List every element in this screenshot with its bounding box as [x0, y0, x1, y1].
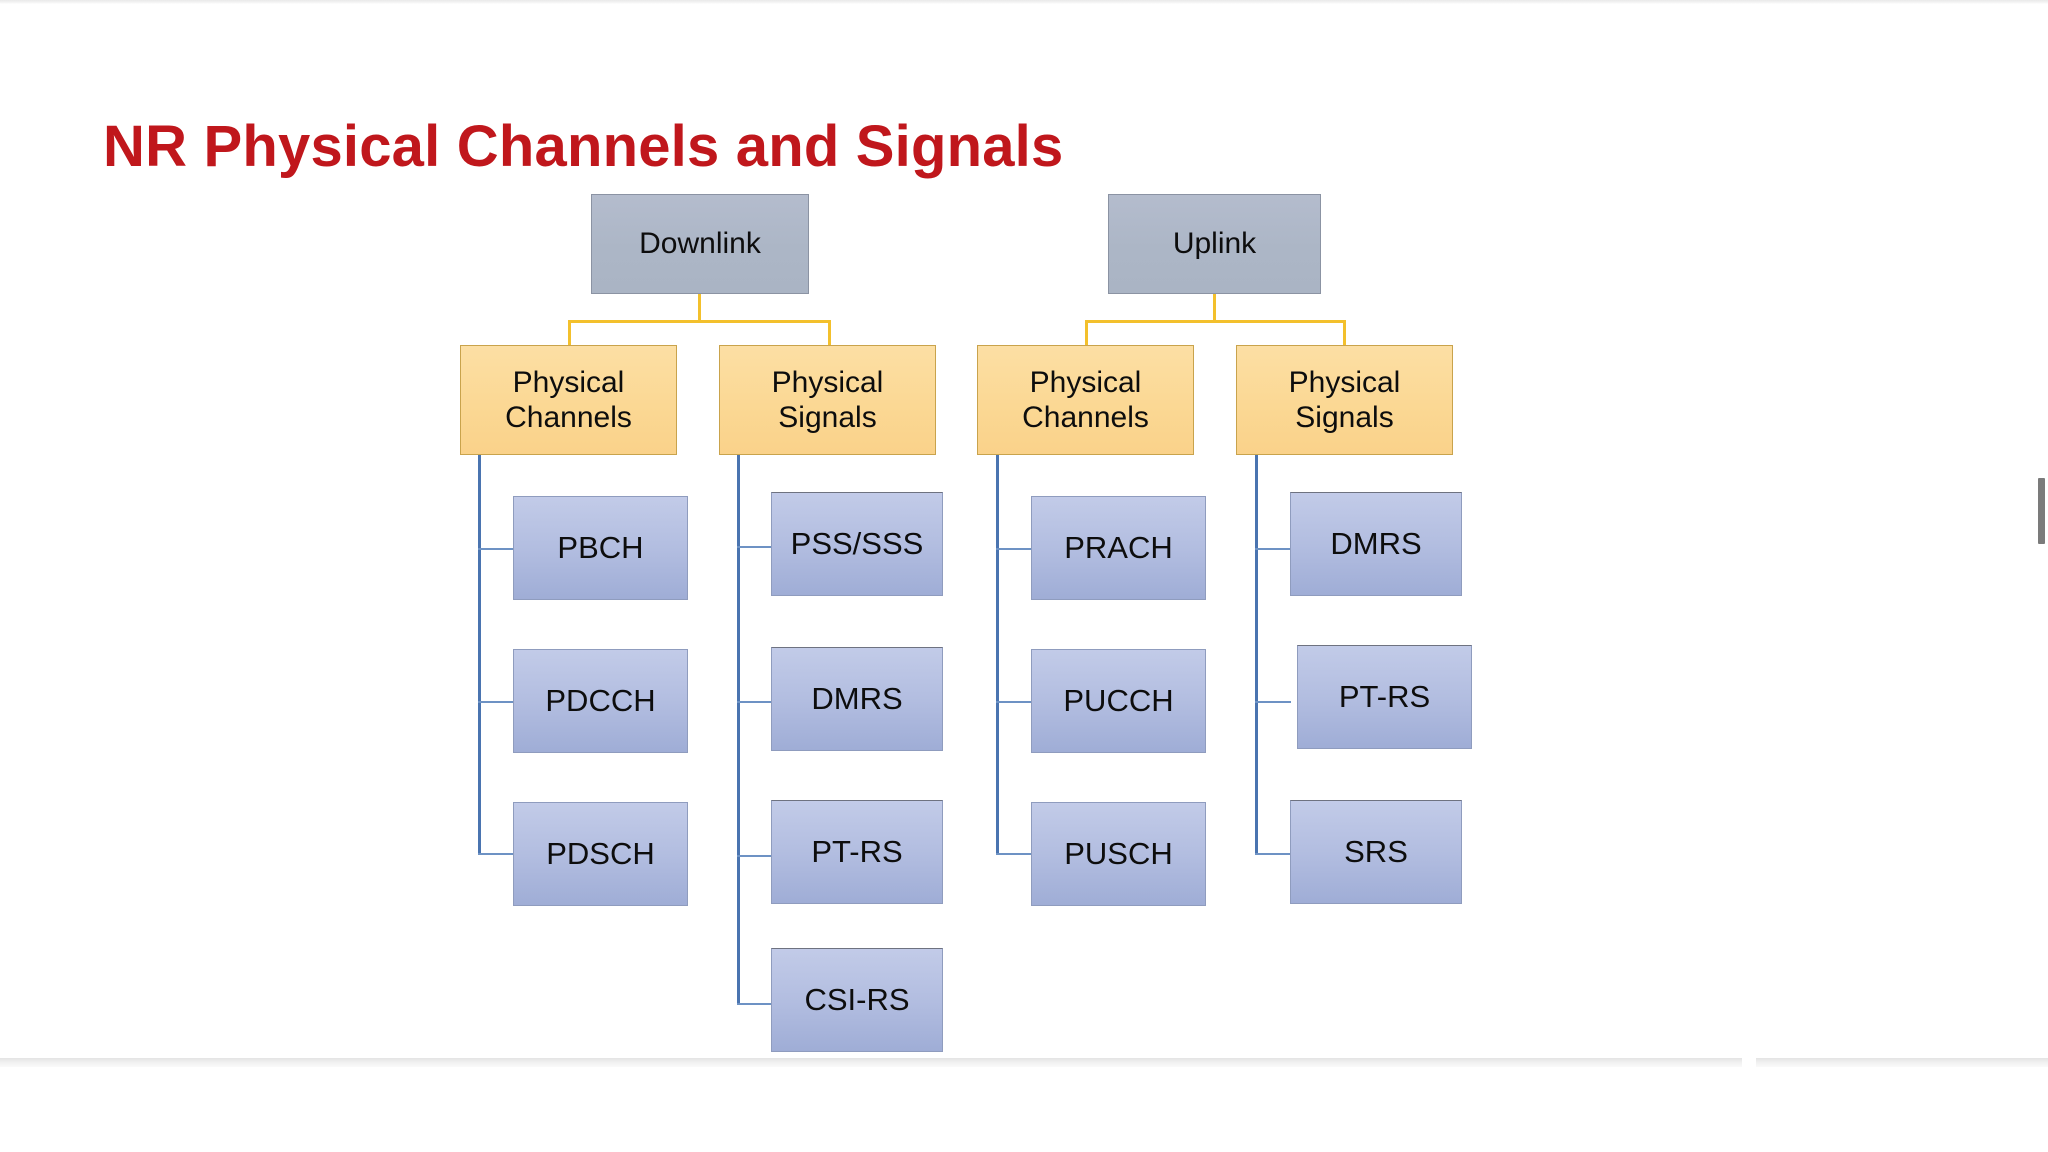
node-pusch-label: PUSCH — [1064, 835, 1173, 871]
top-divider — [0, 0, 2048, 4]
connector-ul-channels-stub-pucch — [996, 701, 1032, 703]
connector-downlink-to-signals — [828, 320, 831, 347]
connector-ul-signals-stub-ptrs — [1255, 701, 1291, 703]
connector-ul-signals-stub-dmrs — [1255, 548, 1291, 550]
bottom-divider-left — [0, 1058, 1742, 1067]
page-title: NR Physical Channels and Signals — [103, 113, 1064, 179]
node-srs[interactable]: SRS — [1290, 800, 1462, 904]
connector-ul-channels-stub-prach — [996, 548, 1032, 550]
connector-uplink-bus — [1085, 320, 1346, 323]
node-pucch[interactable]: PUCCH — [1031, 649, 1206, 753]
bottom-divider-right — [1756, 1058, 2048, 1067]
connector-ul-signals-stub-srs — [1255, 853, 1291, 855]
node-pss-sss-label: PSS/SSS — [790, 525, 924, 561]
node-pucch-label: PUCCH — [1063, 682, 1174, 718]
node-ul-physical-signals-label-line2: Signals — [1295, 401, 1394, 434]
node-pdcch[interactable]: PDCCH — [513, 649, 688, 753]
node-dl-physical-signals[interactable]: Physical Signals — [719, 345, 936, 455]
node-ul-ptrs-label: PT-RS — [1338, 678, 1431, 714]
connector-dl-signals-stub-dmrs — [737, 701, 773, 703]
connector-downlink-stem — [698, 294, 701, 322]
node-ul-dmrs-label: DMRS — [1330, 525, 1422, 561]
connector-dl-signals-stub-ptrs — [737, 855, 773, 857]
node-uplink-label: Uplink — [1172, 227, 1257, 261]
vertical-scrollbar-thumb[interactable] — [2038, 478, 2045, 544]
node-csi-rs-label: CSI-RS — [804, 981, 910, 1017]
node-ul-ptrs[interactable]: PT-RS — [1297, 645, 1472, 749]
connector-downlink-bus — [568, 320, 831, 323]
node-dl-physical-channels[interactable]: Physical Channels — [460, 345, 677, 455]
node-prach[interactable]: PRACH — [1031, 496, 1206, 600]
connector-dl-channels-trunk — [478, 455, 481, 855]
connector-ul-channels-trunk — [996, 455, 999, 855]
connector-dl-signals-trunk — [737, 455, 740, 1005]
node-pbch-label: PBCH — [557, 529, 644, 565]
node-dl-physical-signals-label-line1: Physical — [771, 365, 884, 399]
connector-dl-channels-stub-pdsch — [478, 853, 514, 855]
connector-downlink-to-channels — [568, 320, 571, 347]
node-pdcch-label: PDCCH — [545, 682, 656, 718]
node-uplink[interactable]: Uplink — [1108, 194, 1321, 294]
node-csi-rs[interactable]: CSI-RS — [771, 948, 943, 1052]
connector-dl-signals-stub-csi-rs — [737, 1003, 773, 1005]
connector-ul-signals-trunk — [1255, 455, 1258, 855]
node-pdsch[interactable]: PDSCH — [513, 802, 688, 906]
connector-uplink-to-signals — [1343, 320, 1346, 347]
node-dl-ptrs[interactable]: PT-RS — [771, 800, 943, 904]
node-dl-physical-signals-label-line2: Signals — [778, 401, 877, 434]
node-downlink[interactable]: Downlink — [591, 194, 809, 294]
node-ul-physical-signals[interactable]: Physical Signals — [1236, 345, 1453, 455]
connector-dl-channels-stub-pdcch — [478, 701, 514, 703]
node-pss-sss[interactable]: PSS/SSS — [771, 492, 943, 596]
connector-ul-channels-stub-pusch — [996, 853, 1032, 855]
node-pdsch-label: PDSCH — [546, 835, 655, 871]
node-ul-physical-channels[interactable]: Physical Channels — [977, 345, 1194, 455]
connector-uplink-to-channels — [1085, 320, 1088, 347]
node-pusch[interactable]: PUSCH — [1031, 802, 1206, 906]
node-ul-physical-channels-label-line2: Channels — [1022, 401, 1149, 434]
node-srs-label: SRS — [1344, 833, 1408, 869]
node-dl-physical-channels-label-line1: Physical — [512, 365, 625, 399]
node-pbch[interactable]: PBCH — [513, 496, 688, 600]
node-prach-label: PRACH — [1064, 529, 1173, 565]
node-downlink-label: Downlink — [639, 227, 761, 261]
node-dl-physical-channels-label-line2: Channels — [505, 401, 632, 434]
connector-dl-channels-stub-pbch — [478, 548, 514, 550]
node-ul-dmrs[interactable]: DMRS — [1290, 492, 1462, 596]
node-dl-ptrs-label: PT-RS — [811, 833, 903, 869]
connector-dl-signals-stub-pss-sss — [737, 546, 773, 548]
node-dl-dmrs-label: DMRS — [811, 680, 903, 716]
node-ul-physical-channels-label-line1: Physical — [1029, 365, 1142, 399]
node-ul-physical-signals-label-line1: Physical — [1288, 365, 1401, 399]
node-dl-dmrs[interactable]: DMRS — [771, 647, 943, 751]
connector-uplink-stem — [1213, 294, 1216, 322]
